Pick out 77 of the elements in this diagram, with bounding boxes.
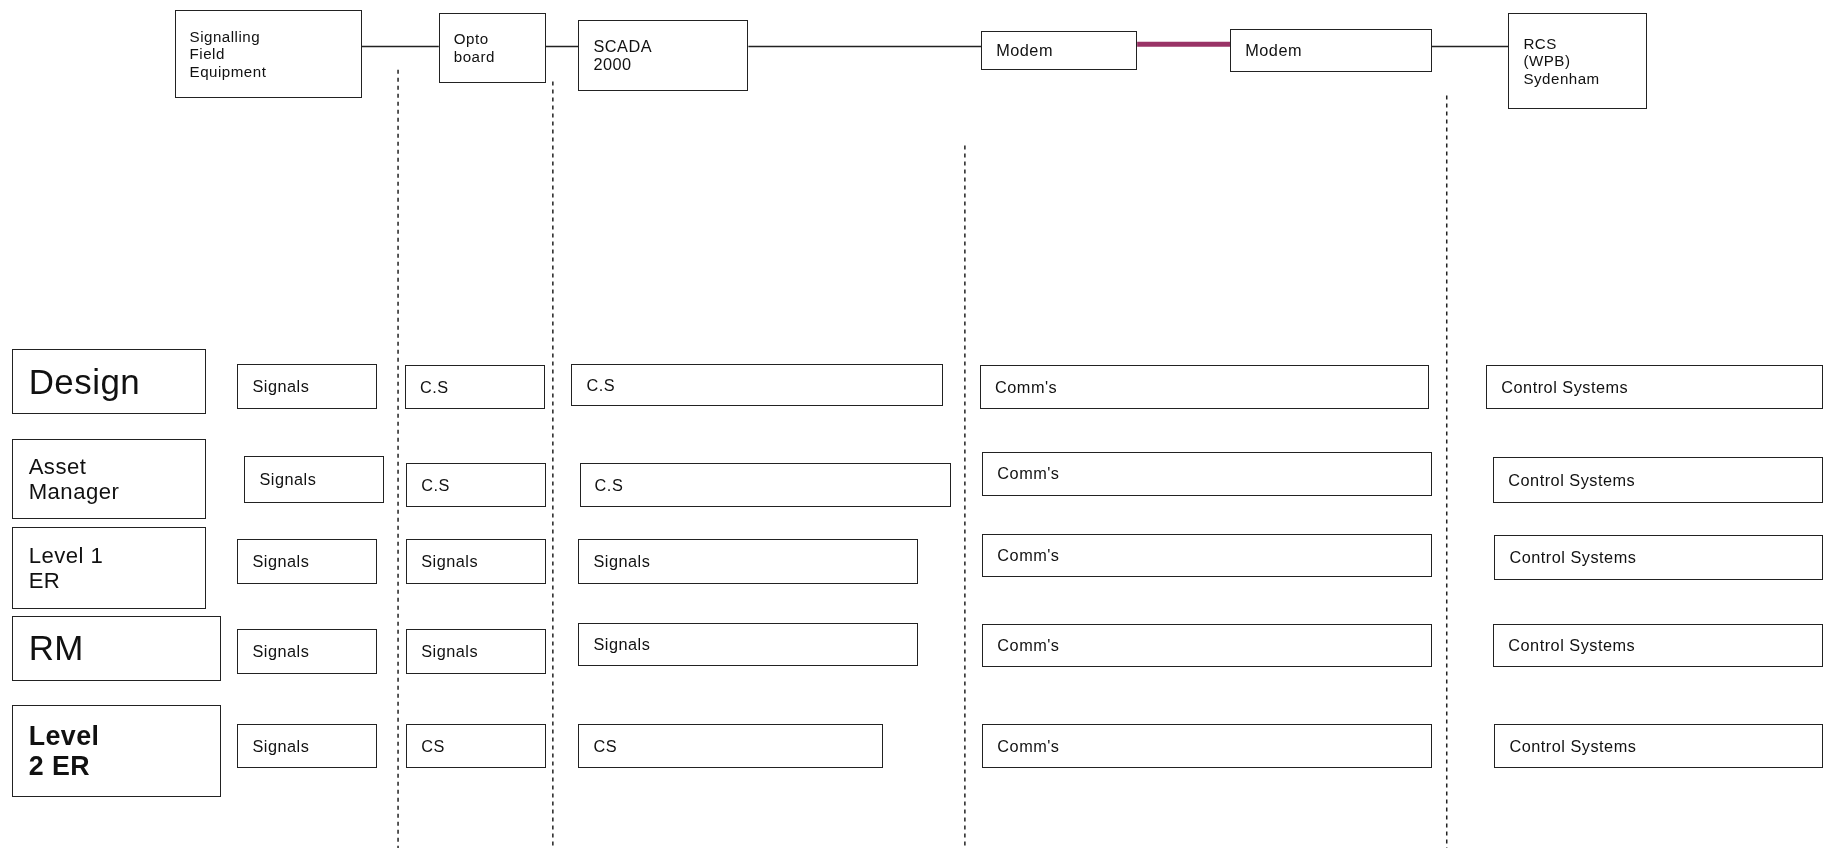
responsibility-box xyxy=(1486,365,1823,409)
responsibility-label: Control Systems xyxy=(1508,636,1636,655)
responsibility-box xyxy=(406,538,546,585)
responsibility-label: Signals xyxy=(259,470,317,489)
responsibility-label: C.S xyxy=(421,475,450,495)
system-label: SCADA 2000 xyxy=(593,36,652,74)
responsibility-box xyxy=(237,538,378,585)
connector-line xyxy=(361,45,440,48)
responsibility-box xyxy=(237,364,378,409)
role-box xyxy=(11,615,222,681)
role-label: RM xyxy=(28,628,84,669)
responsibility-label: Comm's xyxy=(997,464,1060,484)
responsibility-box xyxy=(406,628,546,674)
responsibility-label: Signals xyxy=(421,552,479,571)
responsibility-label: C.S xyxy=(420,377,449,397)
responsibility-box xyxy=(237,628,378,674)
responsibility-box xyxy=(982,451,1432,496)
responsibility-label: Control Systems xyxy=(1508,470,1636,490)
role-box xyxy=(11,438,206,520)
responsibility-box xyxy=(1493,457,1823,503)
role-label: Level 2 ER xyxy=(28,720,101,783)
responsibility-label: CS xyxy=(421,736,445,756)
responsibility-label: Signals xyxy=(252,736,310,756)
responsibility-label: Signals xyxy=(421,641,479,661)
responsibility-label: Signals xyxy=(252,641,310,661)
responsibility-label: Comm's xyxy=(997,636,1060,655)
system-box xyxy=(1508,12,1647,110)
system-box xyxy=(1230,29,1432,73)
responsibility-box xyxy=(571,364,943,407)
responsibility-label: Signals xyxy=(252,552,310,571)
responsibility-box xyxy=(579,463,951,508)
responsibility-box xyxy=(406,463,546,508)
responsibility-box xyxy=(578,723,884,769)
system-label: RCS (WPB) Sydenham xyxy=(1523,35,1600,88)
role-box xyxy=(11,527,206,609)
responsibility-box xyxy=(1494,535,1823,580)
responsibility-box xyxy=(982,723,1432,769)
responsibility-label: Signals xyxy=(593,634,651,654)
responsibility-box xyxy=(578,538,919,585)
role-label: Level 1 ER xyxy=(28,542,105,594)
responsibility-label: Comm's xyxy=(997,546,1060,566)
responsibility-box xyxy=(1494,723,1823,769)
role-label: Asset Manager xyxy=(28,453,120,505)
responsibility-box xyxy=(405,365,545,409)
responsibility-label: Comm's xyxy=(995,377,1058,397)
responsibility-label: CS xyxy=(593,736,618,756)
role-box xyxy=(11,349,206,415)
responsibility-box xyxy=(244,456,385,503)
system-label: Opto board xyxy=(453,30,495,66)
responsibility-box xyxy=(980,365,1430,409)
responsibility-box xyxy=(406,723,546,769)
system-box xyxy=(578,19,749,91)
responsibility-label: Signals xyxy=(252,377,310,396)
system-label: Modem xyxy=(996,41,1053,60)
thick-connector xyxy=(1137,41,1231,47)
role-label: Design xyxy=(28,361,141,402)
system-box xyxy=(438,12,546,83)
system-box xyxy=(174,10,362,98)
system-label: Signalling Field Equipment xyxy=(189,28,267,81)
connector-line xyxy=(545,45,580,48)
connector-line xyxy=(1430,45,1510,48)
system-label: Modem xyxy=(1245,41,1303,60)
responsibility-label: C.S xyxy=(594,475,624,495)
responsibility-label: Comm's xyxy=(997,736,1060,756)
responsibility-box xyxy=(982,623,1432,667)
responsibility-label: Control Systems xyxy=(1509,736,1637,756)
responsibility-box xyxy=(982,534,1432,578)
responsibility-label: Control Systems xyxy=(1501,377,1629,397)
responsibility-label: Control Systems xyxy=(1509,548,1637,567)
responsibility-box xyxy=(578,622,919,666)
role-box xyxy=(11,705,222,798)
responsibility-box xyxy=(1493,623,1823,667)
responsibility-label: Signals xyxy=(593,552,651,571)
responsibility-label: C.S xyxy=(586,375,616,395)
responsibility-box xyxy=(237,723,378,769)
system-box xyxy=(981,31,1138,70)
connector-line xyxy=(747,45,982,48)
